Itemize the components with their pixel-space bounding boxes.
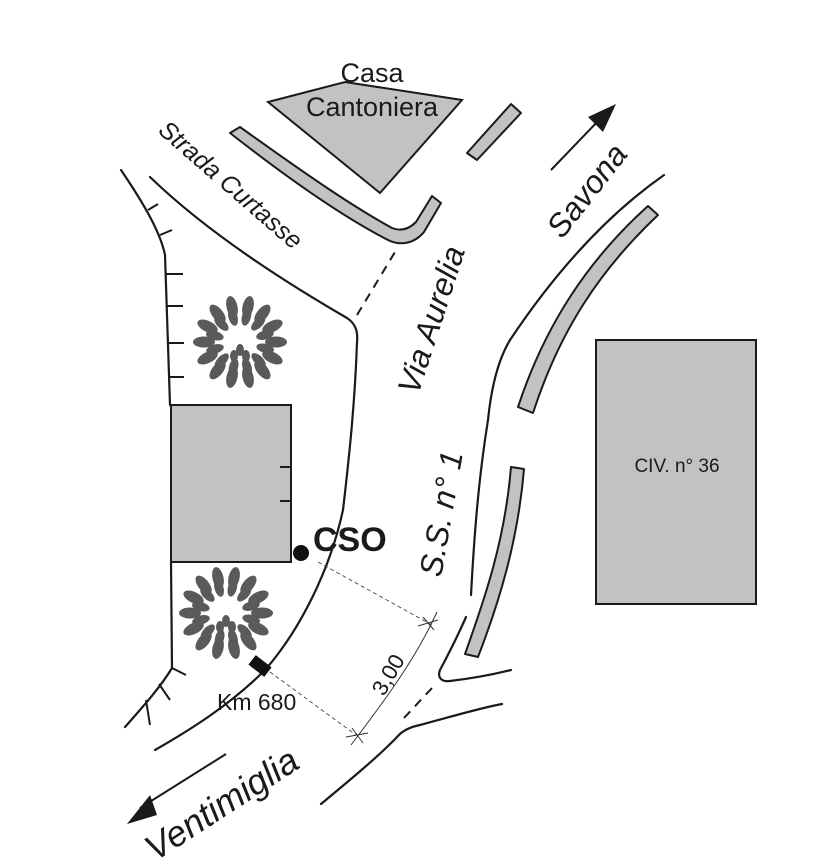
ventimiglia-label: Ventimiglia [137,739,306,867]
via-aurelia-kerb-top [466,103,522,161]
strada-curtasse-label: Strada Curtasse [153,115,308,255]
tree-icon [193,296,287,388]
tree-leaf [222,615,230,627]
tree-leaf [228,358,239,376]
tree-leaf [242,350,250,362]
tree-leaf [251,607,273,619]
strada-curtasse-edge [148,175,359,512]
km-680-label: Km 680 [217,689,296,715]
casa-cantoniera-building [265,80,464,195]
tree-leaf [214,579,224,597]
via-aurelia-east-edge-upper [486,173,666,422]
km-marker-icon [248,655,272,677]
tree-leaf [242,601,260,611]
tree-leaf [200,624,215,639]
tree-leaf [241,308,252,326]
tree-icon [179,567,273,659]
tree-leaf [197,350,218,365]
cso-point-marker [293,545,309,561]
tree-leaf [251,353,266,368]
tree-leaf [200,587,215,602]
boundary-ticks [145,203,187,726]
east-kerb-upper [517,205,659,414]
tree-leaf [216,621,224,633]
tree-leaf [214,629,225,647]
left-boundary [119,168,172,407]
tree-leaf [251,316,266,331]
arrow-savona-icon [550,104,616,171]
tree-leaf [262,350,283,365]
tree-leaf [248,590,269,605]
savona-label: Savona [539,137,634,245]
dimension-extension-top [317,561,433,626]
via-aurelia-east-edge-mid [469,418,490,597]
casa-label-line2: Cantoniera [306,92,439,122]
tree-leaf [214,316,229,331]
dimension-label: 3,00 [367,650,410,700]
cso-label: CSO [313,521,387,559]
tree-leaf [227,579,238,597]
tree-leaf [228,629,238,647]
tree-leaf [248,621,269,636]
tree-leaf [206,330,224,341]
tree-leaf [179,607,201,619]
strada-curtasse-dashed-junction [356,251,396,316]
tree-leaf [228,621,236,633]
dimension-line [350,611,438,746]
tree-leaf [237,587,252,602]
casa-label-line1: Casa [340,58,404,88]
tree-leaf [183,621,204,636]
dimension-extension-bottom [269,671,357,736]
left-boundary-lower [123,560,174,729]
tree-leaf [242,614,260,625]
ss1-label: S.S. n° 1 [412,448,469,579]
arrow-ventimiglia-icon [127,753,227,824]
tree-leaf [236,344,244,356]
tree-leaf [192,615,210,625]
cso-building [170,404,292,563]
tree-leaf [256,343,274,354]
tree-leaf [206,344,224,354]
via-aurelia-dashed-junction [403,687,433,719]
tree-leaf [214,353,229,368]
via-aurelia-east-edge-lower [438,615,513,683]
tree-leaf [262,319,283,334]
tree-leaf [197,319,218,334]
civ-36-building [595,339,757,605]
tree-leaf [242,358,252,376]
via-aurelia-south-edge [319,702,504,806]
tree-leaf [193,336,215,348]
tree-leaf [192,601,210,612]
tree-leaf [237,624,252,639]
tree-leaf [230,350,238,362]
tree-leaf [265,336,287,348]
via-aurelia-label: Via Aurelia [390,242,472,399]
tree-leaf [256,330,274,340]
tree-leaf [183,590,204,605]
civ-36-label: CIV. n° 36 [634,456,719,477]
tree-leaf [228,308,238,326]
strada-curtasse-kerb [229,126,442,245]
east-kerb-lower [464,466,525,658]
